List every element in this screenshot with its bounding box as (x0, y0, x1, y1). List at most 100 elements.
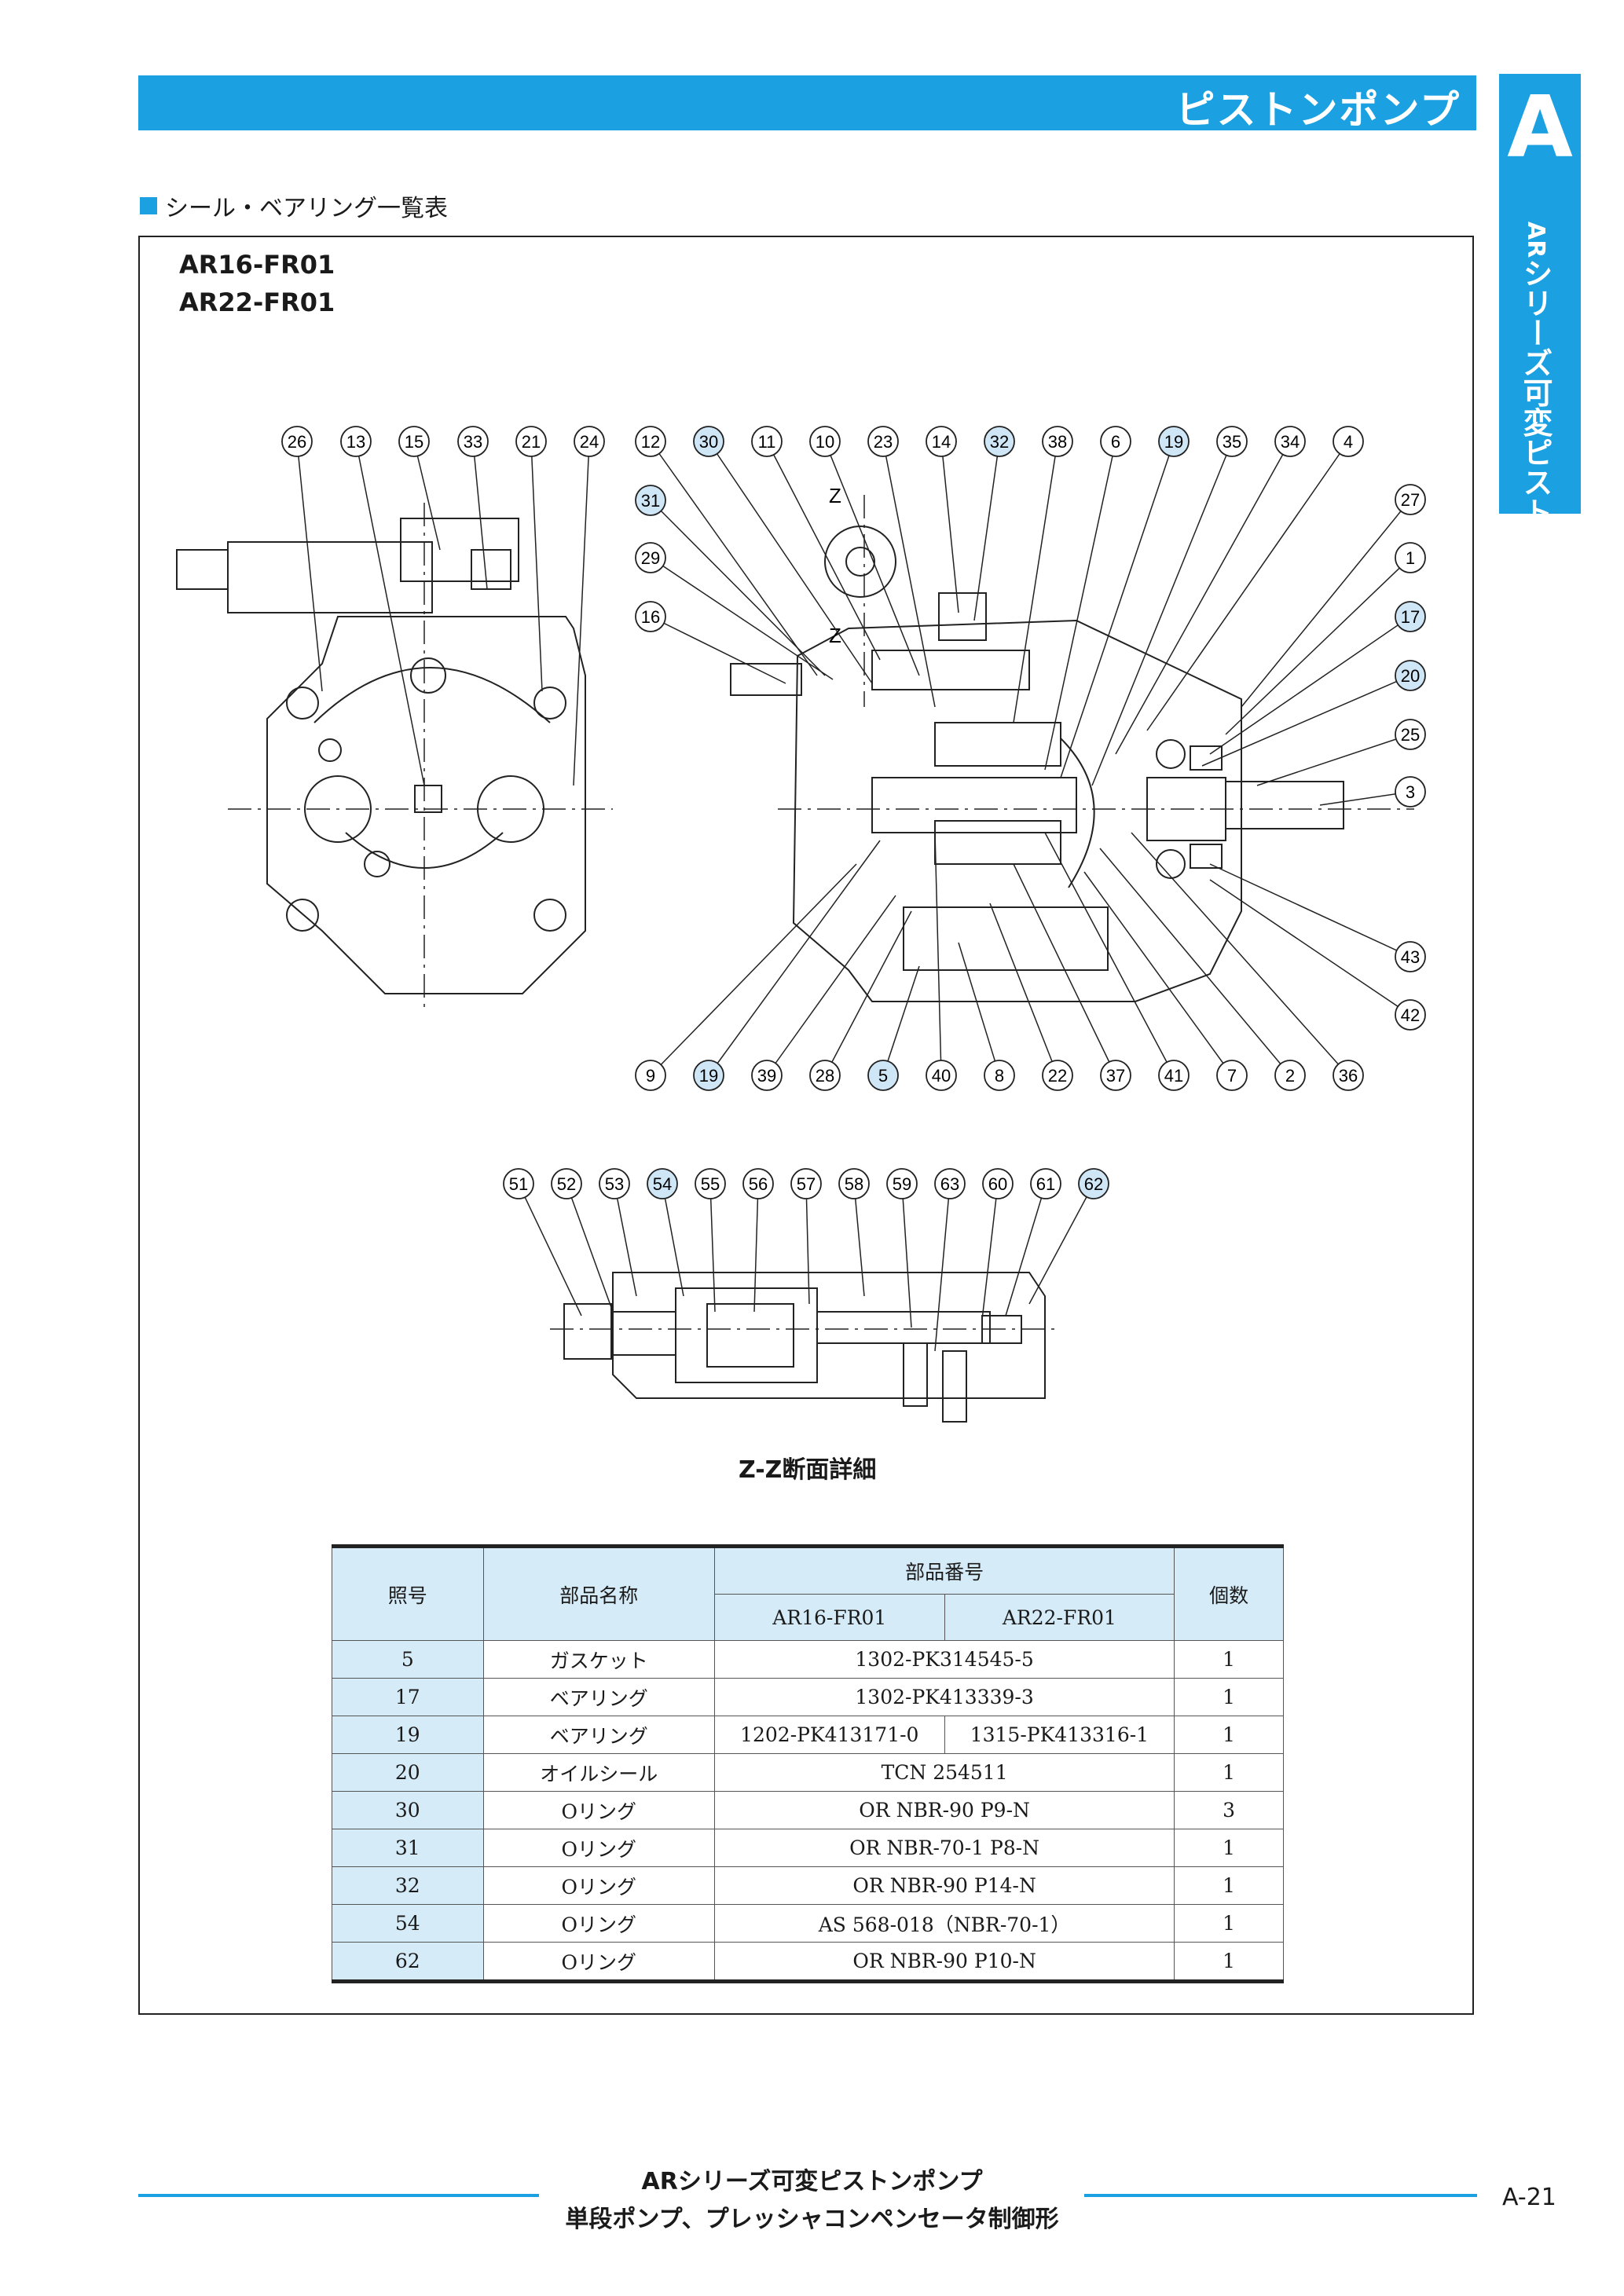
balloon-13 (340, 426, 372, 457)
balloon-54 (647, 1168, 678, 1199)
leader-line (934, 1183, 951, 1352)
balloon-label: 28 (816, 1066, 834, 1086)
balloon-label: 13 (346, 432, 365, 452)
balloon-4 (1333, 426, 1364, 457)
balloon-label: 11 (758, 432, 776, 452)
leader-line (650, 863, 857, 1076)
balloon-62 (1078, 1168, 1109, 1199)
balloon-label: 54 (653, 1174, 672, 1194)
table-row: 19 ベアリング 1202-PK413171-0 1315-PK413316-1… (332, 1716, 1284, 1754)
balloon-57 (790, 1168, 822, 1199)
balloon-14 (926, 426, 957, 457)
balloon-label: 4 (1344, 432, 1353, 452)
balloon-label: 56 (749, 1174, 768, 1194)
balloon-55 (695, 1168, 726, 1199)
leader-line (1060, 441, 1175, 778)
section-heading: シール・ベアリング一覧表 (140, 189, 448, 223)
content-frame (138, 236, 1474, 2015)
balloon-17 (1395, 601, 1426, 632)
leader-line (1241, 499, 1411, 708)
balloon-6 (1100, 426, 1131, 457)
table-row: 31 Oリング OR NBR-70-1 P8-N 1 (332, 1829, 1284, 1867)
balloon-label: 59 (893, 1174, 911, 1194)
balloon-12 (635, 426, 666, 457)
series-logo: AR (1522, 222, 1549, 258)
balloon-label: 3 (1406, 782, 1415, 802)
balloon-43 (1395, 941, 1426, 972)
leader-line (901, 1183, 912, 1328)
balloon-label: 17 (1401, 607, 1420, 627)
leader-line (1209, 879, 1411, 1016)
balloon-21 (515, 426, 547, 457)
leader-line (853, 1183, 865, 1297)
balloon-label: 21 (522, 432, 541, 452)
balloon-26 (281, 426, 313, 457)
balloon-23 (867, 426, 899, 457)
leader-line (1044, 832, 1175, 1076)
balloon-label: 34 (1281, 432, 1300, 452)
leader-line (1201, 675, 1411, 767)
balloon-7 (1216, 1060, 1248, 1091)
balloon-label: 1 (1406, 548, 1415, 568)
leader-line (882, 965, 920, 1076)
balloon-label: 5 (878, 1066, 888, 1086)
balloon-label: 16 (641, 607, 660, 627)
leader-line (662, 1183, 684, 1297)
page-title: ピストンポンプ (1175, 87, 1461, 133)
leader-line (708, 840, 881, 1076)
leader-line (824, 910, 912, 1076)
table-row: 30 Oリング OR NBR-90 P9-N 3 (332, 1791, 1284, 1829)
table-row: 20 オイルシール TCN 254511 1 (332, 1753, 1284, 1792)
balloon-label: 20 (1401, 666, 1420, 686)
balloon-20 (1395, 660, 1426, 691)
balloon-label: 62 (1084, 1174, 1103, 1194)
balloon-24 (574, 426, 605, 457)
zz-caption: Z-Z断面詳細 (739, 1456, 877, 1484)
model-name-2: AR22-FR01 (179, 287, 335, 317)
footer-line-right (1084, 2194, 1477, 2197)
section-tab: A ARシリーズ可変ピストンポンプ (1499, 74, 1581, 646)
balloon-1 (1395, 542, 1426, 573)
balloon-label: 58 (845, 1174, 863, 1194)
table-row: 32 Oリング OR NBR-90 P14-N 1 (332, 1866, 1284, 1905)
balloon-51 (503, 1168, 534, 1199)
balloon-label: 14 (932, 432, 951, 452)
leader-line (1091, 441, 1233, 786)
balloon-label: 12 (641, 432, 660, 452)
leader-line (472, 441, 488, 590)
leader-line (413, 441, 441, 551)
balloon-61 (1030, 1168, 1061, 1199)
leader-line (355, 441, 425, 786)
leader-line (1131, 832, 1349, 1076)
leader-line (708, 441, 873, 684)
leader-line (766, 895, 896, 1076)
leader-line (573, 441, 590, 786)
leader-line (981, 1183, 999, 1320)
leader-line (882, 441, 936, 708)
balloon-label: 60 (988, 1174, 1007, 1194)
balloon-label: 7 (1227, 1066, 1237, 1086)
balloon-29 (635, 542, 666, 573)
balloon-38 (1042, 426, 1073, 457)
balloon-33 (457, 426, 489, 457)
leader-line (650, 616, 786, 684)
leader-line (296, 441, 323, 692)
balloon-label: 2 (1285, 1066, 1295, 1086)
tab-series-text: シリーズ可変ピストンポンプ (1518, 258, 1553, 646)
leader-line (1099, 848, 1291, 1076)
balloon-3 (1395, 776, 1426, 807)
zz-detail-view (550, 1272, 1057, 1423)
balloon-41 (1158, 1060, 1190, 1091)
balloon-32 (984, 426, 1015, 457)
leader-line (1028, 1183, 1094, 1305)
balloon-label: 40 (932, 1066, 951, 1086)
balloon-label: 52 (557, 1174, 576, 1194)
balloon-19 (1158, 426, 1190, 457)
balloon-label: 37 (1106, 1066, 1125, 1086)
header-part-no: 部品番号 (713, 1546, 1175, 1595)
leader-line (1013, 441, 1058, 723)
balloon-label: 22 (1048, 1066, 1067, 1086)
balloon-label: 30 (699, 432, 718, 452)
balloon-42 (1395, 999, 1426, 1031)
